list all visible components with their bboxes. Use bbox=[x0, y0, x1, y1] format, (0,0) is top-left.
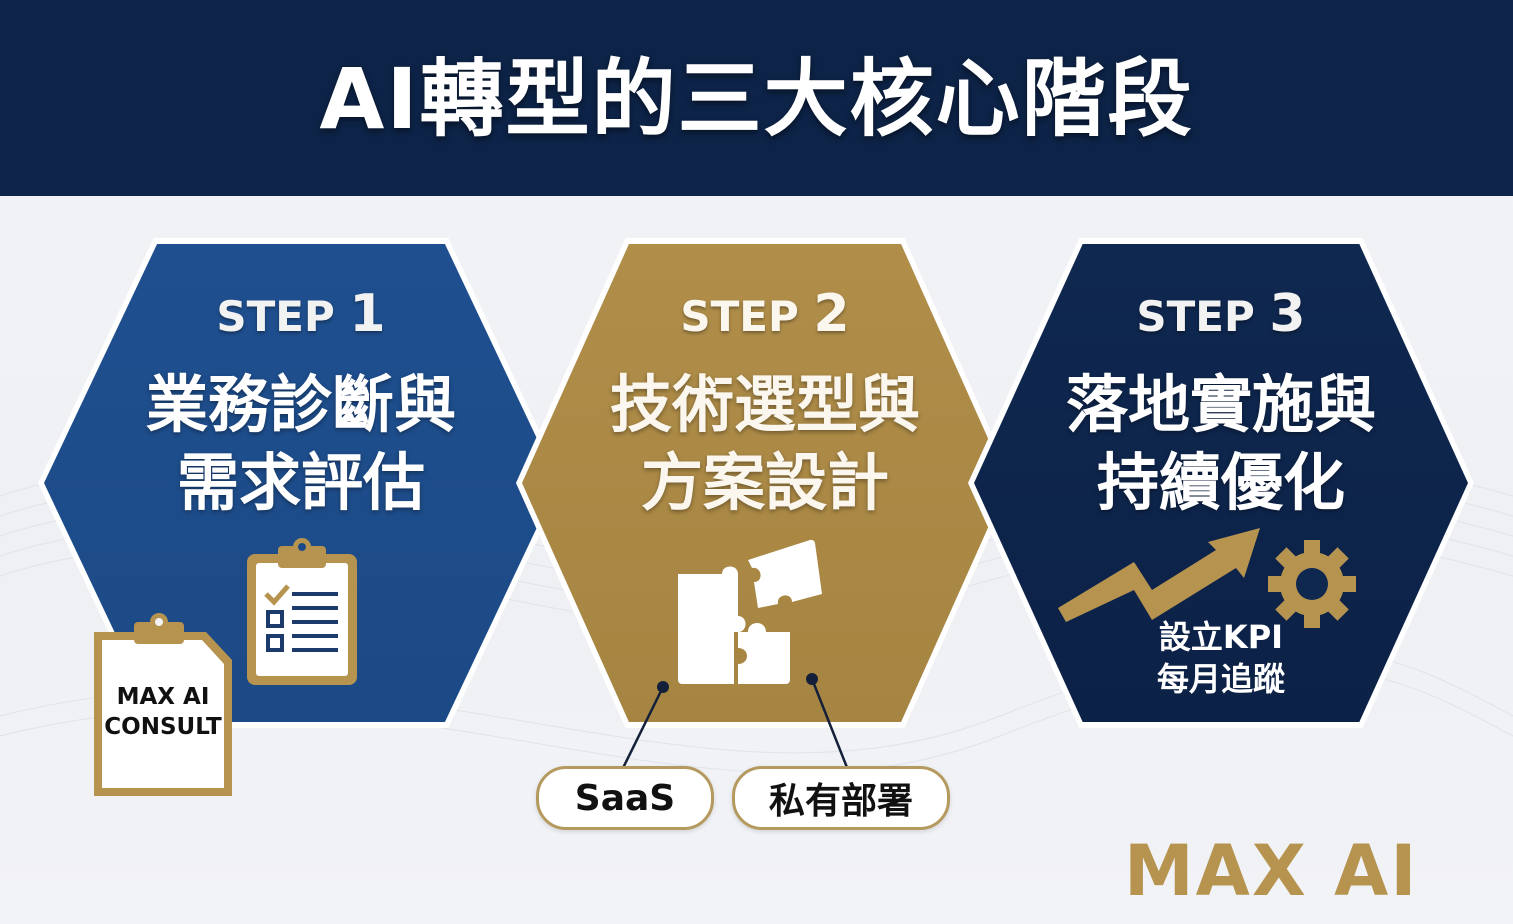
step3-title-line1: 落地實施與 bbox=[1065, 368, 1376, 441]
step2-title-line1: 技術選型與 bbox=[609, 368, 920, 441]
consult-badge-text: MAX AI CONSULT bbox=[90, 682, 236, 742]
step1-label: STEP 1 bbox=[44, 284, 558, 344]
step1-title-line2: 需求評估 bbox=[176, 446, 425, 519]
kpi-note-line1: 設立KPI bbox=[1158, 618, 1284, 656]
puzzle-icon bbox=[678, 539, 822, 684]
option-private-deployment-pill: 私有部署 bbox=[732, 766, 950, 830]
step-word: STEP bbox=[680, 292, 799, 341]
step3-label: STEP 3 bbox=[974, 284, 1468, 344]
connector-lines bbox=[620, 673, 850, 771]
option-saas-pill: SaaS bbox=[536, 766, 714, 830]
clipboard-icon bbox=[94, 613, 232, 796]
step2-title-line2: 方案設計 bbox=[640, 446, 889, 519]
max-ai-logo: MAX AI bbox=[1124, 830, 1419, 912]
kpi-note: 設立KPI 每月追蹤 bbox=[974, 616, 1468, 700]
step2-title: 技術選型與 方案設計 bbox=[522, 366, 1008, 522]
badge-line2: CONSULT bbox=[104, 714, 222, 740]
clipboard-checklist-icon bbox=[247, 538, 357, 685]
step3-hexagon: STEP 3 落地實施與 持續優化 設立KPI 每月追蹤 bbox=[974, 244, 1468, 722]
gear-icon bbox=[1268, 540, 1356, 628]
step1-title: 業務診斷與 需求評估 bbox=[44, 366, 558, 522]
step-number: 1 bbox=[349, 284, 386, 344]
header-banner: AI轉型的三大核心階段 bbox=[0, 0, 1513, 196]
page-title: AI轉型的三大核心階段 bbox=[319, 49, 1194, 148]
step3-title-line2: 持續優化 bbox=[1096, 446, 1345, 519]
step-number: 2 bbox=[813, 284, 850, 344]
badge-line1: MAX AI bbox=[116, 684, 210, 710]
step3-title: 落地實施與 持續優化 bbox=[974, 366, 1468, 522]
step1-title-line1: 業務診斷與 bbox=[145, 368, 456, 441]
kpi-note-line2: 每月追蹤 bbox=[1156, 660, 1285, 698]
consult-clipboard-badge: MAX AI CONSULT bbox=[90, 612, 236, 800]
step-word: STEP bbox=[1136, 292, 1255, 341]
step-word: STEP bbox=[216, 292, 335, 341]
growth-arrow-icon bbox=[1058, 528, 1260, 622]
step-number: 3 bbox=[1269, 284, 1306, 344]
step2-label: STEP 2 bbox=[522, 284, 1008, 344]
